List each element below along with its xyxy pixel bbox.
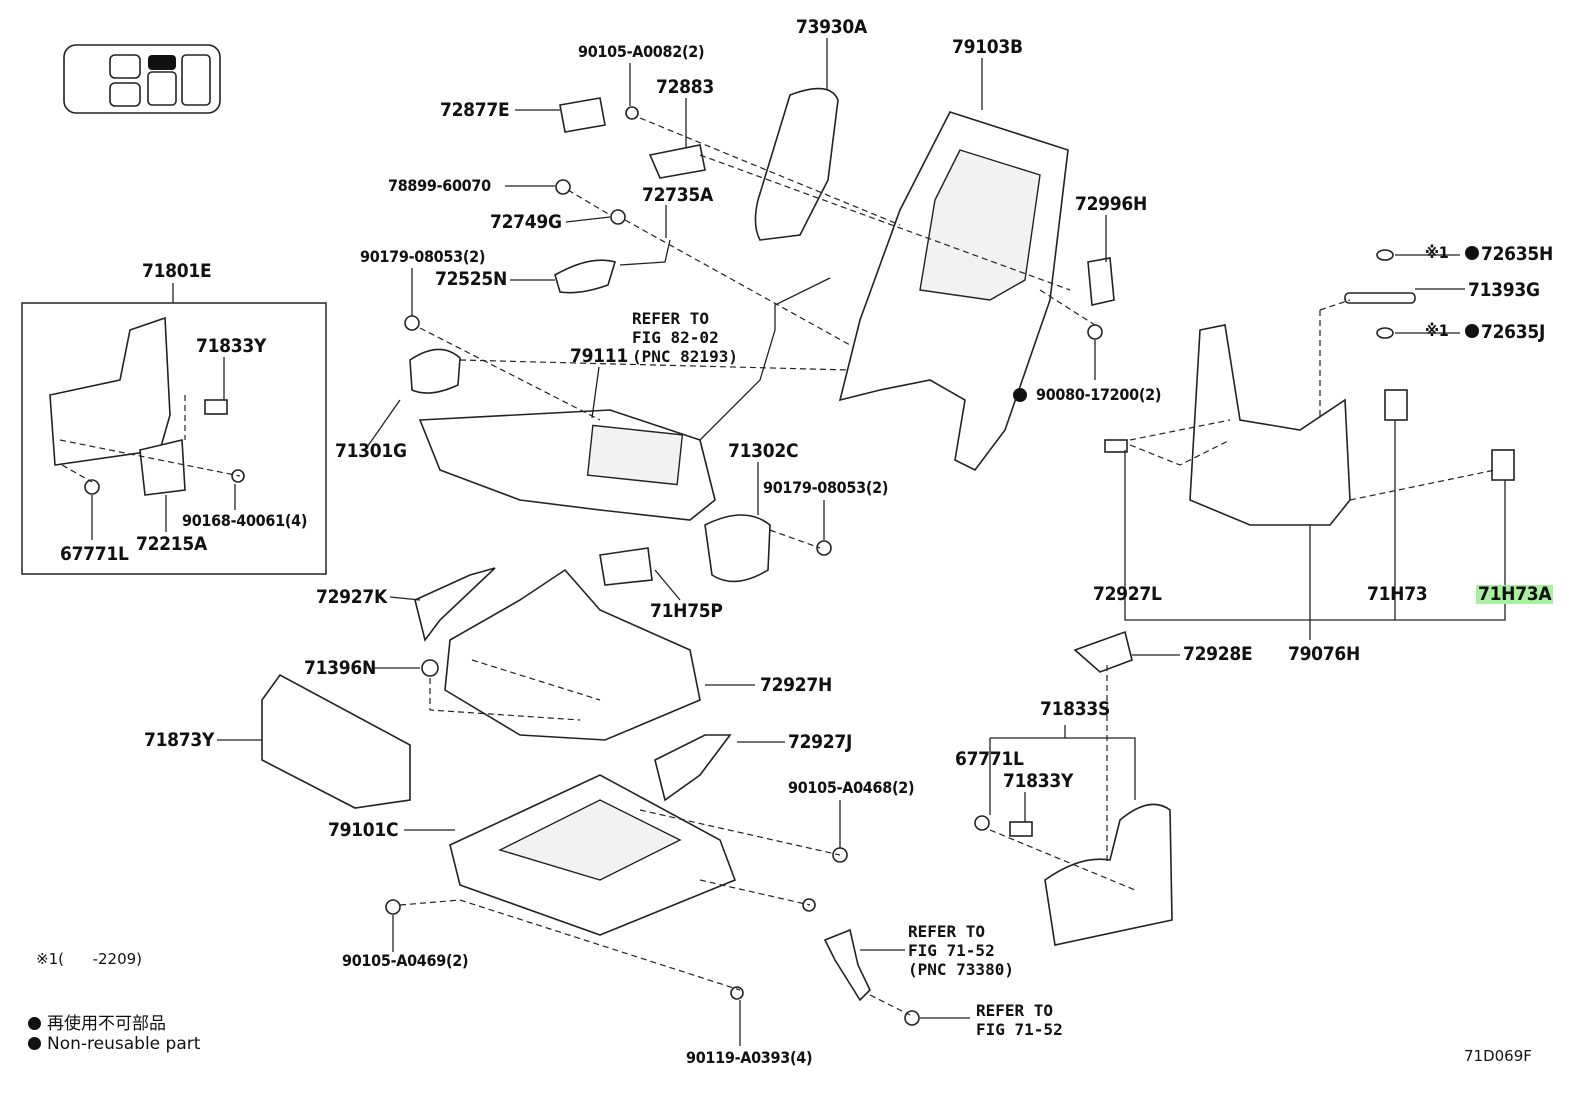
bullet-icon [28,1037,41,1050]
part-label-79076H: 79076H [1288,643,1360,665]
part-79076H-shape [1189,324,1351,526]
part-label-72927H: 72927H [760,674,832,696]
legend-jp-text: 再使用不可部品 [47,1014,166,1034]
figure-id: 71D069F [1464,1047,1532,1065]
part-label-71301G: 71301G [335,440,407,462]
part-71302C-shape [704,514,771,583]
part-label-72927J: 72927J [788,731,853,753]
seat-locator-icon [63,44,221,114]
part-label-79101C: 79101C [328,819,399,841]
part-label-90119-A0393: 90119-A0393(4) [686,1048,813,1067]
part-label-72635J: 72635J [1481,321,1546,343]
part-label-71833Y-a: 71833Y [196,335,267,357]
part-label-71393G: 71393G [1468,279,1540,301]
part-label-71302C: 71302C [728,440,799,462]
part-label-90179-08053-a: 90179-08053(2) [360,247,486,266]
bullet-icon [28,1017,41,1030]
reference-note-fig-71-52-pnc: REFER TO FIG 71-52 (PNC 73380) [908,922,1014,979]
part-label-72215A: 72215A [136,533,207,555]
footnote-x1: ※1( -2209) [36,950,143,968]
mark-x1-a: ※1 [1425,243,1449,262]
part-label-72927L: 72927L [1093,583,1162,605]
part-label-78899-60070: 78899-60070 [388,176,491,195]
part-label-90080-17200: 90080-17200(2) [1036,385,1162,404]
part-label-71833S: 71833S [1040,698,1110,720]
part-label-90105-A0082: 90105-A0082(2) [578,42,705,61]
part-label-90105-A0469: 90105-A0469(2) [342,951,469,970]
part-71873Y-shape [261,673,411,809]
part-label-79103B: 79103B [952,36,1023,58]
part-73930A-shape [754,87,839,241]
part-label-79111: 79111 [570,345,628,367]
part-label-72749G: 72749G [490,211,562,233]
part-label-72927K: 72927K [316,586,387,608]
reference-note-fig-71-52: REFER TO FIG 71-52 [976,1001,1063,1039]
part-label-71H75P: 71H75P [650,600,723,622]
part-label-67771L-a: 67771L [60,543,129,565]
part-72927H-shape [444,568,701,741]
reference-note-fig-82-02: REFER TO FIG 82-02 (PNC 82193) [632,309,738,366]
part-label-71H73: 71H73 [1367,583,1428,605]
part-label-72735A: 72735A [642,184,713,206]
part-label-72883: 72883 [656,76,714,98]
part-label-72877E: 72877E [440,99,510,121]
part-label-73930A: 73930A [796,16,867,38]
part-71301G-shape [409,348,461,394]
inset-box-71801E [21,302,327,575]
legend-non-reusable-en: Non-reusable part [28,1034,200,1054]
part-label-90105-A0468: 90105-A0468(2) [788,778,915,797]
part-label-71833Y-b: 71833Y [1003,770,1074,792]
mark-x1-b: ※1 [1425,321,1449,340]
legend-non-reusable-jp: 再使用不可部品 [28,1009,166,1034]
part-label-71H73A-highlighted[interactable]: 71H73A [1476,583,1554,605]
part-label-72996H: 72996H [1075,193,1147,215]
part-label-90168-40061: 90168-40061(4) [182,511,308,530]
part-label-71873Y: 71873Y [144,729,215,751]
part-71833S-shape [1044,803,1173,946]
part-label-67771L-b: 67771L [955,748,1024,770]
part-label-90179-08053-b: 90179-08053(2) [763,478,889,497]
part-label-72635H: 72635H [1481,243,1553,265]
part-label-72928E: 72928E [1183,643,1253,665]
legend-en-text: Non-reusable part [47,1034,201,1054]
part-label-71801E: 71801E [142,260,212,282]
part-label-71396N: 71396N [304,657,376,679]
part-label-72525N: 72525N [435,268,507,290]
